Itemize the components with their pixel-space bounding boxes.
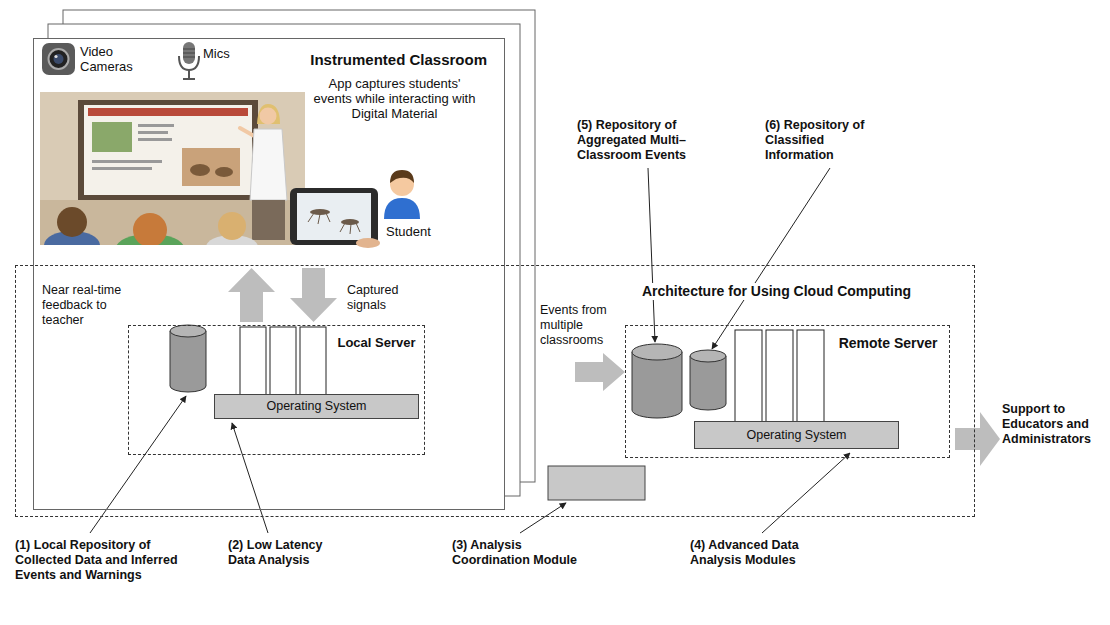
app-note: App captures students' events while inte…	[312, 76, 477, 121]
teacher-blouse	[250, 129, 287, 200]
camera-glint	[54, 55, 57, 58]
cylinder-body	[632, 352, 682, 418]
bar-label: Operating System	[746, 428, 846, 443]
mic-icon	[179, 42, 199, 79]
insect-legs	[308, 213, 330, 224]
callout-label: (3) Analysis Coordination Module	[452, 538, 600, 568]
process-column	[270, 327, 296, 395]
box-title: Instrumented Classroom	[310, 51, 487, 69]
flow-label: Captured signals	[347, 283, 409, 313]
mic-head	[183, 42, 195, 64]
cylinder-top	[170, 325, 206, 337]
box-title: Remote Server	[836, 335, 941, 352]
tablet-screen	[297, 193, 371, 240]
board-frame	[78, 100, 258, 200]
board-line	[138, 131, 168, 134]
camera-icon	[42, 43, 75, 75]
cylinder-top	[632, 344, 682, 360]
coordination-module	[548, 466, 645, 500]
mic-grille	[183, 49, 195, 57]
process-column	[797, 330, 824, 422]
callout-label: (6) Repository of Classified Information	[765, 118, 890, 163]
student-head	[57, 207, 87, 237]
signal-arrow	[290, 268, 337, 322]
student-hair	[390, 170, 414, 183]
student-head	[218, 212, 246, 240]
events-arrow	[575, 353, 625, 391]
mic-holder	[179, 56, 199, 70]
board-image	[92, 122, 132, 152]
hand	[356, 238, 380, 248]
os-bar: Operating System	[694, 421, 899, 449]
leader-lines	[90, 168, 850, 533]
camera-lens	[49, 49, 69, 69]
student-label: Student	[386, 224, 446, 239]
board-line	[92, 167, 152, 170]
process-column	[240, 327, 266, 395]
camera-body	[42, 43, 75, 75]
board-line	[138, 138, 172, 141]
leader-line	[90, 396, 186, 533]
local-repository	[170, 325, 206, 392]
leader-line	[712, 168, 830, 349]
box-title: Local Server	[334, 335, 418, 351]
student-body	[384, 198, 420, 219]
callout-label: (2) Low Latency Data Analysis	[228, 538, 346, 568]
callout-label: (1) Local Repository of Collected Data a…	[15, 538, 193, 583]
board-screen	[84, 105, 252, 195]
server-box: Local ServerOperating System	[128, 325, 425, 455]
box-title: Architecture for Using Cloud Computing	[639, 283, 914, 300]
output-label: Support to Educators and Administrators	[1002, 402, 1102, 447]
device-label: Mics	[203, 46, 243, 61]
board-line	[138, 124, 174, 127]
callout-label: (5) Repository of Aggregated Multi–Class…	[577, 118, 709, 163]
device-label: Video Cameras	[80, 44, 142, 74]
leader-line	[762, 453, 850, 533]
flow-label: Near real-time feedback to teacher	[42, 283, 128, 328]
insect-legs	[340, 223, 360, 234]
classified-repository	[690, 350, 726, 410]
leader-line	[648, 168, 655, 342]
flow-label: Events from multiple classrooms	[540, 303, 620, 348]
aggregated-repository	[632, 344, 682, 418]
photo-wall	[40, 92, 305, 245]
tablet-body	[290, 188, 378, 245]
teacher-head	[260, 108, 277, 125]
server-box: Remote ServerOperating System	[625, 325, 950, 458]
board-animal	[215, 167, 233, 177]
student-head	[133, 213, 167, 245]
student-icon	[384, 170, 420, 219]
teacher-hair	[257, 104, 280, 124]
leader-line	[520, 503, 566, 533]
teacher-skirt	[252, 200, 285, 240]
board-header	[88, 108, 248, 116]
cylinder-body	[170, 331, 206, 392]
callout-label: (4) Advanced Data Analysis Modules	[690, 538, 830, 568]
process-column	[735, 330, 762, 422]
mic-stand	[183, 70, 195, 79]
support-arrow	[955, 412, 1000, 466]
classroom-photo	[40, 92, 305, 245]
tablet-photo	[290, 188, 380, 248]
board-animal	[190, 164, 210, 176]
os-bar: Operating System	[214, 394, 419, 419]
architecture-region: Architecture for Using Cloud ComputingLo…	[15, 265, 975, 517]
feedback-arrow	[228, 268, 275, 322]
front-frame-fill	[33, 38, 505, 510]
process-column	[766, 330, 793, 422]
camera-lens-core	[54, 54, 64, 64]
board-animals	[182, 148, 240, 186]
process-column	[300, 327, 326, 395]
board-line	[92, 160, 162, 163]
cylinder-body	[690, 356, 726, 410]
bar-label: Operating System	[266, 399, 366, 414]
cylinder-top	[690, 350, 726, 362]
